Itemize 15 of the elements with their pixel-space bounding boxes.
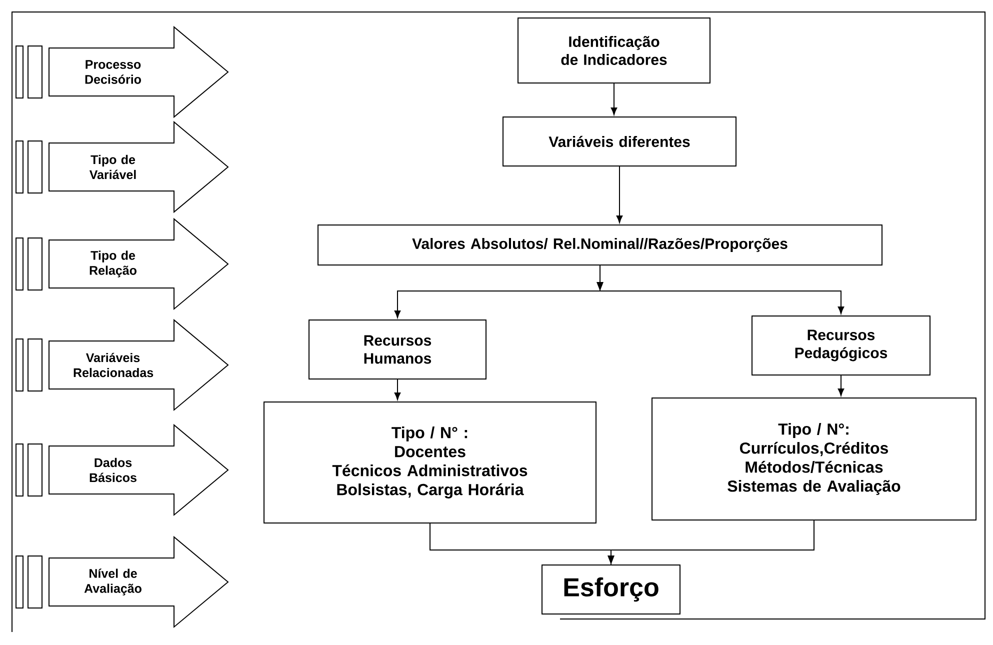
arrow [610, 83, 618, 115]
result-box: Esforço [542, 564, 680, 614]
arrowhead [596, 282, 604, 291]
process-box: Variáveis diferentes [502, 116, 736, 166]
arrowhead [608, 556, 614, 564]
arrow [838, 375, 844, 396]
process-box: Recursos Humanos [308, 320, 486, 380]
arrow [394, 379, 401, 400]
process-box: Tipo / N° : Docentes Técnicos Administrativos Bolsistas, Carga Horária [264, 402, 596, 524]
arrow [616, 166, 623, 223]
process-box: Valores Absolutos/ Rel.Nominal//Razões/Proporções [318, 224, 882, 266]
process-box: Identificação de Indicadores [518, 18, 710, 84]
arrow [600, 265, 844, 314]
process-box: Tipo / N°: Currículos,Créditos Métodos/Técnicas Sistemas de Avaliação [652, 398, 976, 520]
process-box: Recursos Pedagógicos [752, 316, 930, 376]
